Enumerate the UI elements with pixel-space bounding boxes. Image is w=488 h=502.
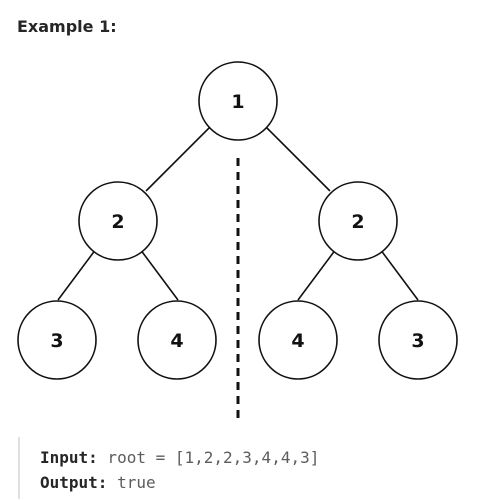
tree-node: 2 [318,181,398,261]
tree-node: 2 [78,181,158,261]
output-label: Output: [40,473,108,492]
node-circle [378,300,458,380]
symmetric-tree-diagram: 1 2 2 3 4 4 3 [17,61,458,420]
output-value: true [107,473,156,492]
edge-right-rightleaf [379,248,419,301]
node-value: 4 [170,330,183,352]
output-line: Output: true [40,470,478,495]
tree-node: 4 [258,300,338,380]
node-value: 3 [50,330,63,352]
example-code-block: Input: root = [1,2,2,3,4,4,3] Output: tr… [18,437,478,499]
tree-node: 4 [137,300,217,380]
tree-node: 3 [17,300,97,380]
edge-left-leftleaf [57,248,97,301]
node-circle [17,300,97,380]
edge-right-leftleaf [297,248,337,301]
node-circle [318,181,398,261]
node-circle [137,300,217,380]
node-value: 3 [411,330,424,352]
example-heading: Example 1: [17,17,117,36]
input-line: Input: root = [1,2,2,3,4,4,3] [40,445,478,470]
node-circle [198,61,278,141]
node-value: 1 [231,91,244,113]
tree-node: 1 [198,61,278,141]
edge-left-rightleaf [139,248,179,301]
edge-root-right [265,126,331,192]
input-value: root = [1,2,2,3,4,4,3] [97,448,320,467]
node-circle [258,300,338,380]
edge-root-left [145,126,211,192]
input-label: Input: [40,448,98,467]
tree-node: 3 [378,300,458,380]
node-value: 4 [291,330,304,352]
node-value: 2 [111,211,124,233]
node-value: 2 [351,211,364,233]
node-circle [78,181,158,261]
tree-edges [57,126,419,301]
